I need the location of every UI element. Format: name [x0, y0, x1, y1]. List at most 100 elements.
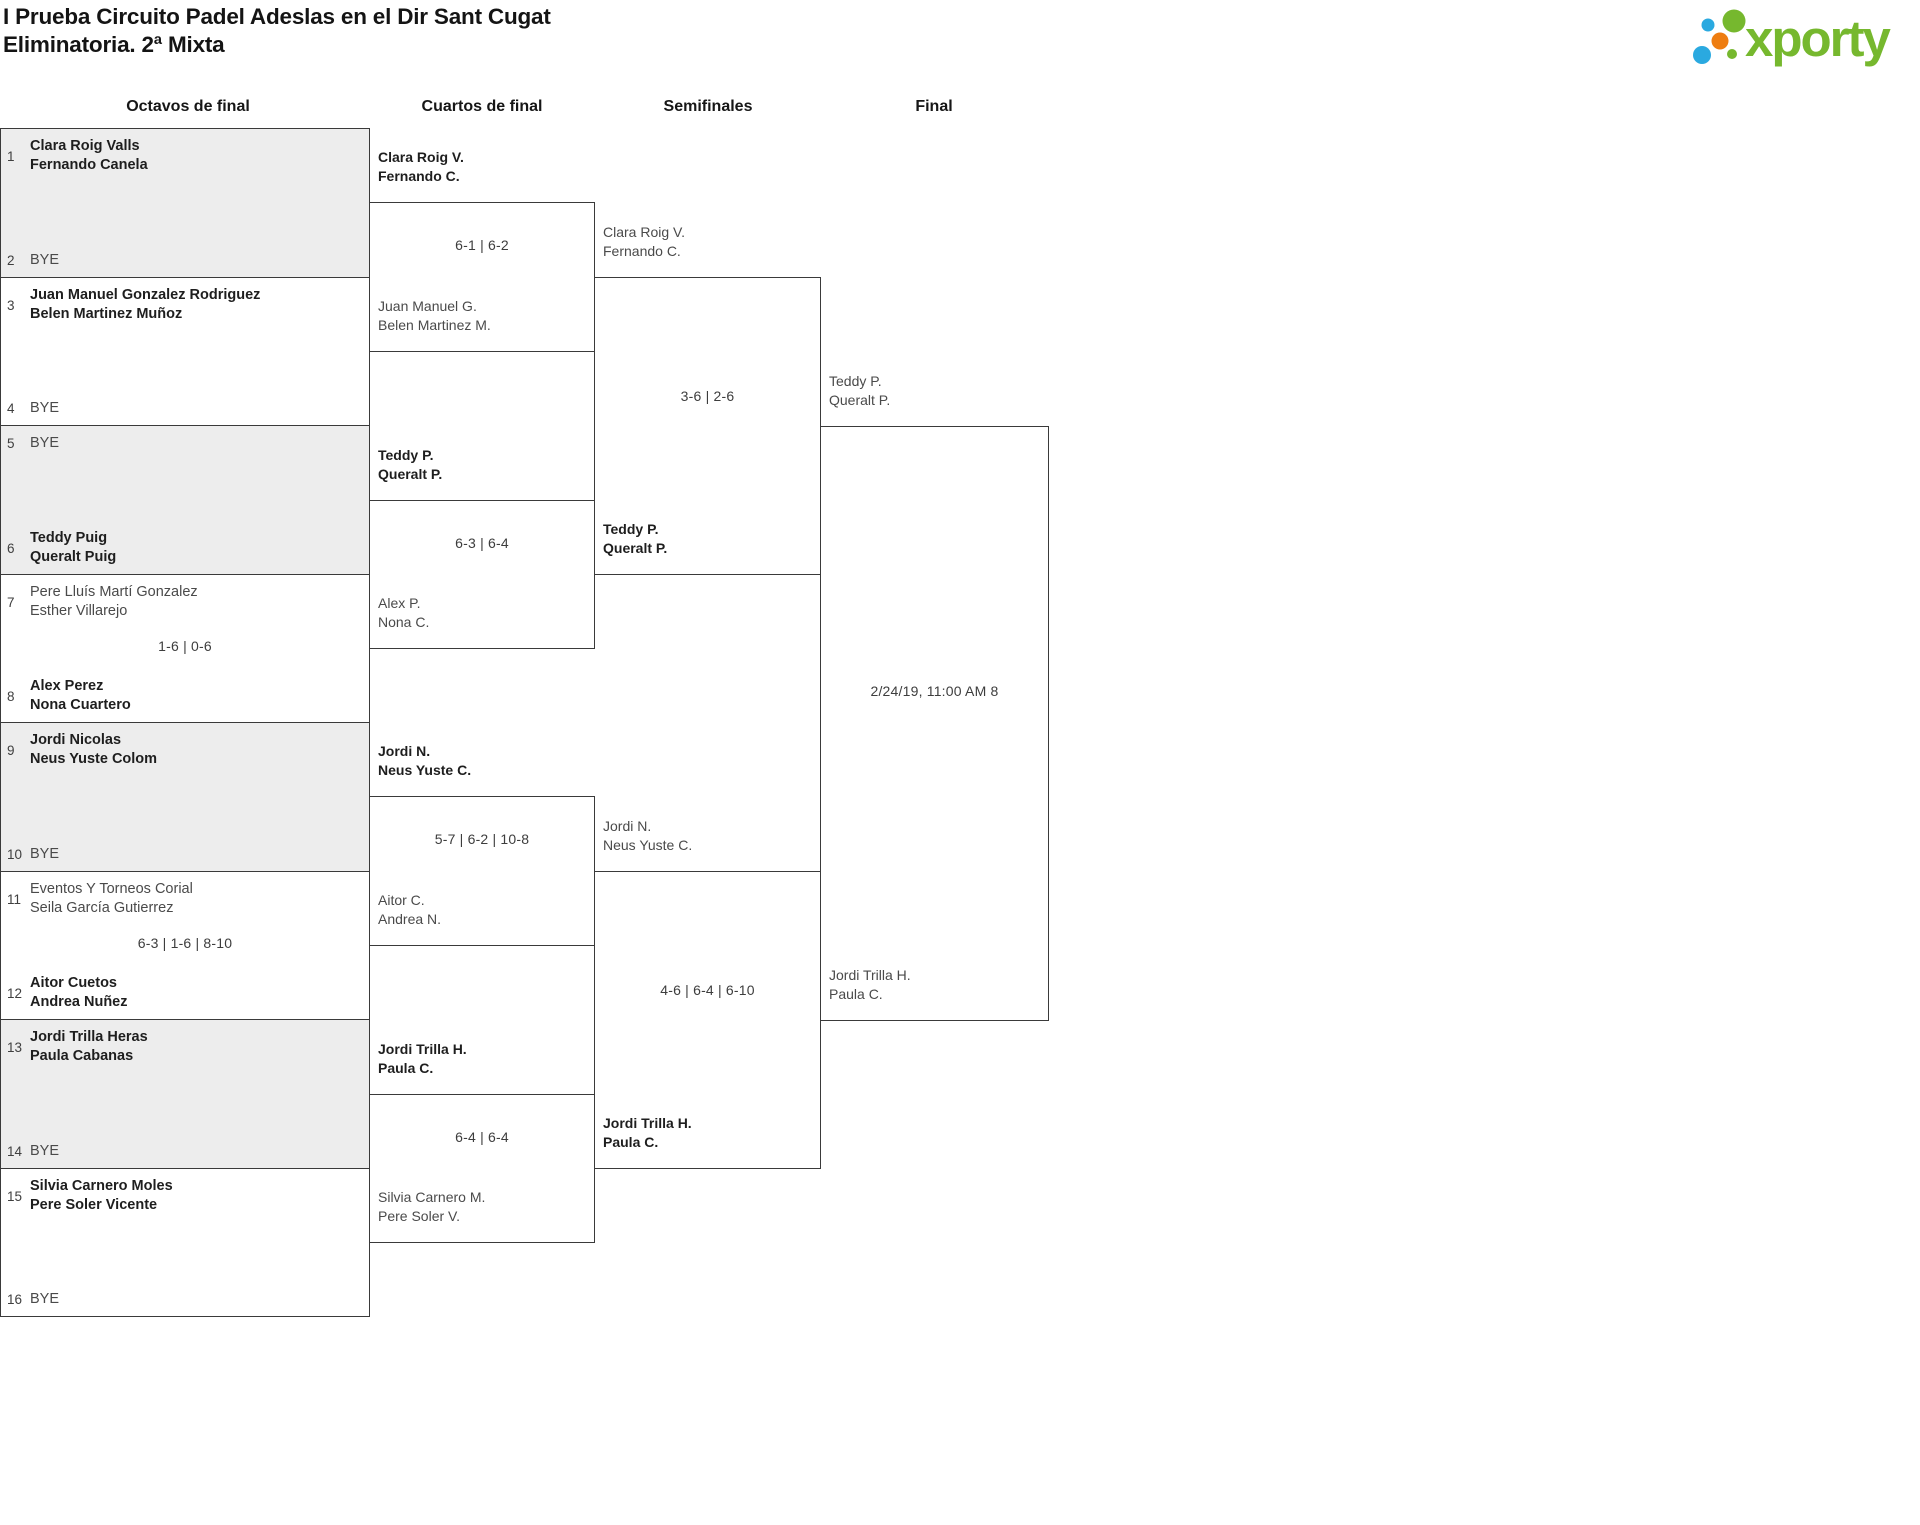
team-name-line: Andrea N. — [378, 911, 442, 927]
seed-number: 15 — [7, 1188, 23, 1204]
team-name-line: BYE — [30, 252, 60, 268]
logo-text: xporty — [1745, 10, 1892, 67]
team-entry: Alex P. Nona C. — [378, 594, 429, 632]
team-name: Teddy P. Queralt P. — [378, 446, 442, 484]
xporty-logo[interactable]: xporty — [1681, 2, 1919, 70]
team-entry: Juan Manuel G.Belen Martinez M. — [378, 297, 491, 335]
team-entry: Aitor C.Andrea N. — [378, 891, 441, 929]
seed-number: 11 — [7, 891, 22, 907]
team-entry: Silvia Carnero M. Pere Soler V. — [378, 1188, 485, 1226]
round-header-cuartos: Cuartos de final — [421, 98, 543, 115]
team-name-line: Jordi Trilla H. — [378, 1041, 467, 1057]
team-name-line: Silvia Carnero M. — [378, 1189, 486, 1205]
team-name-line: Clara Roig Valls — [30, 138, 140, 154]
r16-match-box — [0, 128, 370, 278]
team-name: Clara Roig V.Fernando C. — [378, 148, 464, 186]
team-name-line: Teddy P. — [603, 521, 659, 537]
team-name: Jordi Trilla H. Paula C. — [378, 1040, 467, 1078]
team-name-line: Alex Perez — [30, 678, 104, 694]
team-name: BYE — [30, 1290, 59, 1309]
seed-number: 3 — [7, 297, 15, 313]
team-name-line: Paula C. — [603, 1134, 659, 1150]
match-score: 5-7 | 6-2 | 10-8 — [434, 831, 530, 847]
team-name-line: Eventos Y Torneos Corial — [30, 881, 193, 897]
r16-match-box — [0, 871, 370, 1020]
team-entry: Clara Roig V.Fernando C. — [603, 223, 685, 261]
team-name-line: Jordi Trilla Heras — [30, 1029, 148, 1045]
team-name-line: Paula C. — [378, 1060, 434, 1076]
team-name-line: Clara Roig V. — [378, 149, 464, 165]
page-title-line2: Eliminatoria. 2ª Mixta — [3, 32, 225, 57]
team-name-line: BYE — [30, 435, 60, 451]
team-entry: Clara Roig V.Fernando C. — [378, 148, 464, 186]
round-header-final: Final — [915, 98, 953, 115]
final-match-datetime: 2/24/19, 11:00 AM 8 — [870, 683, 999, 699]
seed-number: 7 — [7, 594, 15, 610]
r16-match-box — [0, 1168, 370, 1317]
r16-match-box — [0, 574, 370, 723]
seed-number: 10 — [7, 847, 23, 862]
final-match-box — [820, 426, 1049, 1021]
team-name-line: BYE — [30, 1143, 60, 1159]
r16-match-box — [0, 425, 370, 575]
team-name-line: Queralt P. — [378, 466, 443, 482]
match-score: 6-3 | 1-6 | 8-10 — [137, 935, 233, 951]
team-name: Juan Manuel G.Belen Martinez M. — [378, 297, 491, 335]
page-title-line1: I Prueba Circuito Padel Adeslas en el Di… — [3, 4, 551, 29]
team-entry: Teddy P. Queralt P. — [378, 446, 442, 484]
team-name-line: Alex P. — [378, 595, 421, 611]
team-name-line: Belen Martinez M. — [378, 317, 491, 333]
team-name-line: Aitor Cuetos — [30, 975, 117, 991]
team-name-line: Jordi Trilla H. — [603, 1115, 692, 1131]
team-name: Jordi Trilla H.Paula C. — [829, 966, 911, 1004]
team-name: BYE — [30, 251, 59, 270]
seed-number: 8 — [7, 688, 15, 704]
team-name-line: Jordi N. — [603, 818, 652, 834]
team-name-line: Belen Martinez Muñoz — [30, 306, 183, 322]
seed-number: 16 — [7, 1292, 23, 1307]
team-entry: Jordi Trilla H. Paula C. — [378, 1040, 467, 1078]
team-name-line: Neus Yuste C. — [378, 762, 472, 778]
team-entry: Jordi Trilla H. Paula C. — [603, 1114, 692, 1152]
team-name-line: Pere Soler V. — [378, 1208, 460, 1224]
logo-dot-green-large — [1722, 9, 1746, 33]
logo-dot-blue-small — [1701, 18, 1715, 32]
team-name: Silvia Carnero M. Pere Soler V. — [378, 1188, 485, 1226]
team-name-line: Queralt P. — [829, 392, 891, 408]
team-name: Teddy P.Queralt P. — [603, 520, 667, 558]
match-score: 6-4 | 6-4 — [455, 1129, 509, 1145]
round-header-octavos: Octavos de final — [126, 98, 250, 115]
team-name-line: Pere Lluís Martí Gonzalez — [30, 584, 198, 600]
seed-number: 1 — [7, 148, 15, 164]
team-name-line: Nona Cuartero — [30, 697, 131, 713]
logo-dot-orange — [1711, 32, 1729, 50]
team-name-line: Teddy P. — [378, 447, 434, 463]
team-name-line: Teddy P. — [829, 373, 882, 389]
team-name-line: Nona C. — [378, 614, 430, 630]
team-name-line: Jordi Nicolas — [30, 732, 122, 748]
seed-number: 4 — [7, 401, 15, 416]
team-entry: Teddy P.Queralt P. — [603, 520, 667, 558]
team-name-line: Fernando C. — [603, 243, 681, 259]
logo-dot-blue-large — [1693, 46, 1711, 64]
team-name: Teddy P. Queralt P. — [829, 372, 890, 410]
team-name-line: Pere Soler Vicente — [30, 1197, 158, 1213]
team-name-line: Paula Cabanas — [30, 1048, 134, 1064]
team-name: Aitor C.Andrea N. — [378, 891, 441, 929]
r16-match-box — [0, 277, 370, 426]
